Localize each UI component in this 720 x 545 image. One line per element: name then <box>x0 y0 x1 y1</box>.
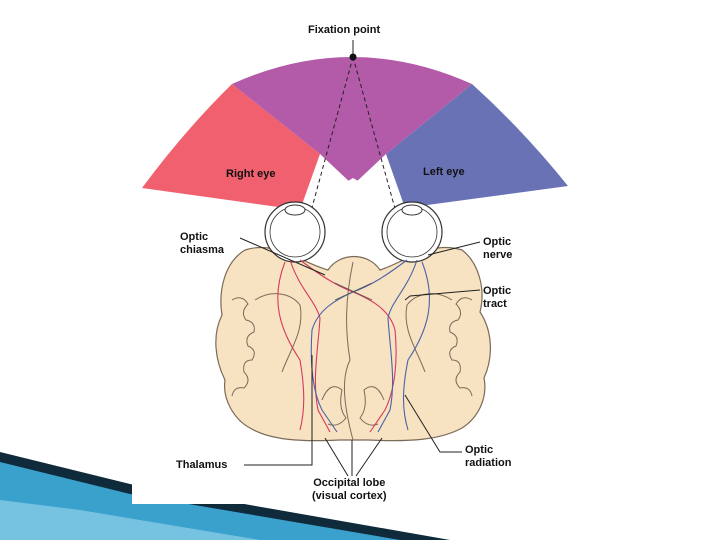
occipital-lobe-label: Occipital lobe (visual cortex) <box>312 477 387 502</box>
slide-decoration <box>0 452 450 540</box>
thalamus-pointer <box>244 355 313 466</box>
chiasma-cross <box>334 282 373 301</box>
occipital-lobe-left <box>321 386 347 426</box>
optic-tract-pointer <box>404 289 481 301</box>
left-pathway-3 <box>403 261 431 431</box>
temporal-lobe-right <box>405 293 453 373</box>
optic-radiation-pointer <box>404 394 462 453</box>
left-eye-visual-field <box>386 84 568 208</box>
binocular-overlap-field <box>232 57 472 185</box>
right-gyri <box>449 297 473 397</box>
temporal-lobe-left <box>254 293 302 373</box>
left-pathway-1 <box>310 259 408 433</box>
thalamus-label: Thalamus <box>176 459 228 471</box>
optic-radiation-label: Optic radiation <box>465 444 512 469</box>
occipital-pointer-left <box>324 437 349 477</box>
optic-tract-label: Optic tract <box>483 285 512 310</box>
decoration-light <box>0 500 260 540</box>
optic-chiasma-pointer <box>239 237 326 276</box>
right-eye-visual-field <box>142 84 320 210</box>
right-pathway-3 <box>277 261 305 431</box>
occipital-pointer-right <box>355 437 383 477</box>
right-eye-label: Right eye <box>226 168 276 180</box>
brain-outline <box>215 246 491 442</box>
fixation-point-dot <box>349 53 357 61</box>
field-notch <box>300 178 405 214</box>
optic-nerve-label: Optic nerve <box>483 236 513 261</box>
left-eyeball <box>381 201 443 263</box>
occipital-lobe-right <box>359 386 385 426</box>
optic-chiasma-label: Optic chiasma <box>180 231 225 256</box>
fixation-point-label: Fixation point <box>308 24 381 36</box>
left-eye-label: Left eye <box>423 166 465 178</box>
pointer-lines <box>239 237 481 477</box>
left-gyri <box>231 297 255 397</box>
optic-pathways <box>277 259 431 433</box>
brain <box>215 246 491 442</box>
visual-field-fan <box>142 40 568 271</box>
image-bottom-mask <box>132 484 432 504</box>
left-pathway-2 <box>377 259 418 433</box>
optic-nerve-pointer <box>427 241 481 256</box>
